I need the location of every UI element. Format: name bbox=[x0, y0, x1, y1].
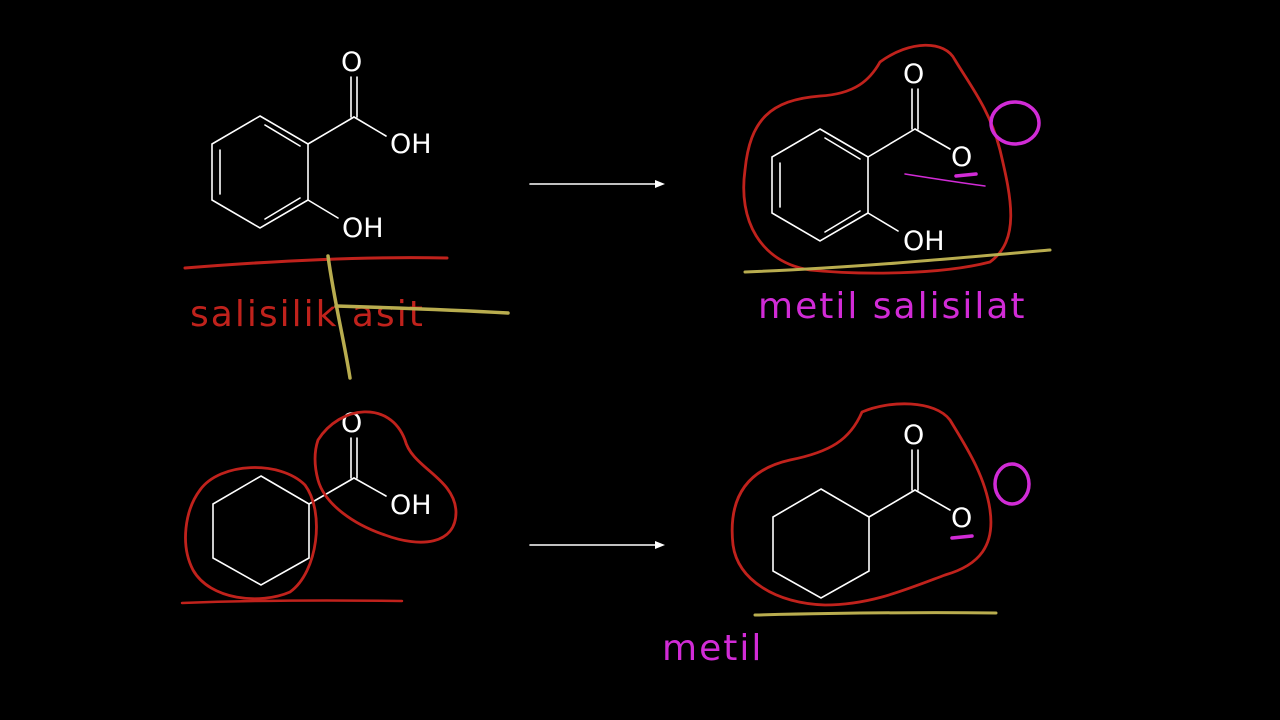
ester-bond bbox=[867, 128, 916, 158]
benzene-ring bbox=[211, 115, 309, 229]
salicylic-acid-label: salisilik asit bbox=[190, 294, 425, 335]
hydroxyl-bond bbox=[353, 116, 387, 137]
acid-hydroxyl-label: OH bbox=[390, 129, 432, 160]
red-circle-outline bbox=[742, 43, 1013, 275]
aromatic-double-bond bbox=[264, 124, 301, 147]
phenol-bond bbox=[307, 199, 339, 219]
acid-hydroxyl-label: OH bbox=[390, 490, 432, 521]
cyclohexane-ring bbox=[772, 488, 870, 599]
hydroxyl-bond bbox=[353, 477, 387, 497]
reaction-arrow bbox=[529, 541, 665, 549]
red-underline bbox=[180, 599, 404, 605]
aromatic-double-bond bbox=[264, 197, 301, 220]
ester-oxygen-bond bbox=[914, 489, 951, 511]
magenta-stroke bbox=[904, 173, 986, 187]
carbonyl-oxygen-label: O bbox=[903, 59, 924, 90]
phenol-hydroxyl-label: OH bbox=[903, 226, 945, 257]
carboxyl-bond bbox=[307, 116, 355, 145]
yellow-strike-horizontal bbox=[334, 304, 510, 315]
aromatic-double-bond bbox=[824, 210, 861, 233]
red-circle-outline bbox=[730, 402, 993, 607]
phenol-bond bbox=[867, 212, 899, 232]
ester-oxygen-label: O bbox=[951, 503, 972, 534]
methyl-ester-structure: O O bbox=[772, 420, 972, 599]
aromatic-double-bond bbox=[824, 137, 861, 160]
red-ring-circle bbox=[184, 466, 318, 601]
phenol-hydroxyl-label: OH bbox=[342, 213, 384, 244]
carbonyl-oxygen-label: O bbox=[903, 420, 924, 451]
yellow-underline bbox=[753, 611, 998, 617]
magenta-dash bbox=[954, 172, 978, 178]
carbonyl-oxygen-label: O bbox=[341, 47, 362, 78]
carboxyl-bond bbox=[308, 477, 355, 505]
salicylic-acid-structure: O OH OH bbox=[211, 47, 432, 244]
methyl-salicylate-structure: O O OH bbox=[771, 59, 972, 257]
methyl-salicylate-label: metil salisilat bbox=[758, 286, 1027, 327]
yellow-underline bbox=[743, 248, 1052, 274]
yellow-strike-vertical bbox=[326, 254, 352, 380]
reaction-arrow bbox=[529, 180, 665, 188]
benzene-ring bbox=[771, 128, 869, 242]
ester-bond bbox=[868, 489, 916, 518]
ester-oxygen-bond bbox=[914, 128, 951, 150]
magenta-methyl-circle bbox=[989, 100, 1041, 146]
ester-oxygen-label: O bbox=[951, 142, 972, 173]
red-underline bbox=[183, 256, 449, 270]
red-acid-circle bbox=[313, 410, 458, 544]
magenta-methyl-circle bbox=[993, 462, 1031, 506]
cyclohexane-ring bbox=[212, 475, 310, 586]
methyl-label: metil bbox=[662, 628, 763, 669]
magenta-dash bbox=[950, 534, 974, 540]
